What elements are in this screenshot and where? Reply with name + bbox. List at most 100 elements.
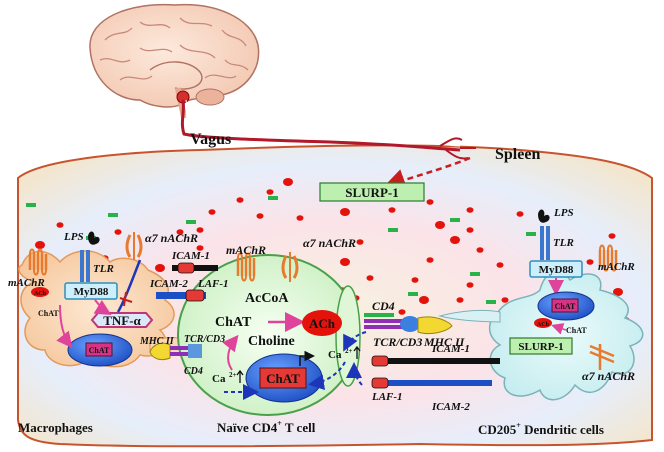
ca-right-sup: 2+ (345, 347, 353, 355)
icam2-right-label: ICAM-2 (431, 401, 470, 413)
dc-nucleus: ChAT (537, 291, 595, 321)
a7-nachr-right-label: α7 nAChR (582, 369, 635, 383)
ach-dot (398, 309, 406, 315)
slurp1-right-box: SLURP-1 (509, 337, 573, 355)
ach-dot (208, 209, 216, 215)
choline-label: Choline (248, 334, 295, 349)
ach-dot (456, 297, 464, 303)
tnf-inhibit-cross (119, 291, 133, 307)
ach-small-mac-dot (31, 287, 49, 297)
ach-dot (466, 207, 474, 213)
a7-nachr-right-receptor (589, 344, 615, 370)
lps-right-glyph (538, 209, 550, 223)
chat-mac-nucleus-label: ChAT (89, 346, 110, 355)
lps-right-label: LPS (553, 207, 574, 219)
ach-dot (476, 247, 484, 253)
nerve-to-spleen-arrow (382, 156, 471, 191)
myd88-left-box: MyD88 (64, 282, 118, 300)
slurp1-top-box: SLURP-1 (319, 182, 425, 202)
tlr-left-label: TLR (93, 263, 114, 275)
tcr-cd3-right-label: TCR/CD3 (373, 335, 422, 349)
lps-left-glyph (88, 231, 100, 245)
icam1-left-bar (172, 262, 218, 274)
ach-dot (466, 282, 474, 288)
ach-dot (586, 259, 594, 265)
ach-small-dc-dot (534, 318, 552, 328)
ca-left-label: Ca (212, 373, 226, 385)
vagus-label: Vagus (190, 131, 231, 148)
ach-dot (366, 275, 374, 281)
chat-dc-nucleus-label: ChAT (555, 302, 576, 311)
cd4-left-label: CD4 (184, 366, 203, 377)
ach-t-label: ACh (309, 316, 336, 331)
ach-dot (114, 229, 122, 235)
mhc2-right-label: MHC II (423, 335, 466, 349)
icam2-left-bar (156, 289, 206, 302)
ach-dot (196, 227, 204, 233)
brain-illustration (89, 3, 260, 119)
ach-dot (496, 262, 504, 268)
chat-t-label: ChAT (215, 315, 252, 330)
icam1-right-label: ICAM-1 (431, 343, 470, 355)
ca-right-to-nucleus-arrow (308, 361, 346, 391)
tcr-cd3-left-label: TCR/CD3 (184, 334, 225, 345)
t-cell-nucleus: ChAT (245, 350, 323, 403)
macrophages-label: Macrophages (18, 420, 93, 435)
ach-dot (340, 208, 350, 216)
slurp1-top-label: SLURP-1 (345, 185, 398, 200)
machr-right-label: mAChR (598, 261, 635, 273)
a7-nachr-mid-label: α7 nAChR (303, 236, 356, 250)
a7-nachr-left-receptor (125, 232, 143, 260)
macrophage-nucleus: ChAT (67, 333, 133, 367)
spleen-label: Spleen (495, 146, 540, 163)
slurp-dash (450, 218, 460, 222)
ach-dot (196, 245, 204, 251)
tlr-right-label: TLR (553, 237, 574, 249)
myd88-to-tnf-arrow (93, 299, 112, 316)
ach-dot (466, 227, 474, 233)
machr-right-receptor (598, 244, 618, 272)
ach-t-cell-blob: ACh (302, 310, 342, 336)
ach-dot (426, 257, 434, 263)
ach-dot (35, 241, 45, 249)
a7-nachr-mid-receptor (281, 252, 299, 282)
ach-dot (256, 213, 264, 219)
ach-dot (236, 197, 244, 203)
slurp-dash (26, 203, 36, 207)
ca-right-label: Ca (328, 349, 342, 361)
slurp1-right-label: SLURP-1 (518, 341, 563, 353)
slurp-dash (186, 220, 196, 224)
laf1-right-label: LAF-1 (371, 391, 403, 403)
a7-nachr-left-label: α7 nAChR (145, 231, 198, 245)
ach-dot (419, 296, 429, 304)
ach-dot (516, 211, 524, 217)
slurp-dash (388, 228, 398, 232)
ach-dot (283, 178, 293, 186)
machr-mid-label: mAChR (226, 243, 266, 257)
tlr-left-receptor (80, 250, 90, 282)
ach-dot (176, 229, 184, 235)
icam2-left-label: ICAM-2 (149, 278, 188, 290)
myd88-left-label: MyD88 (74, 286, 109, 298)
chat-t-nucleus-label: ChAT (266, 371, 300, 386)
ach-dot (608, 233, 616, 239)
cd4-right-complex (364, 313, 453, 335)
slurp-dash (268, 196, 278, 200)
ach-small-dc-label: ACh (537, 322, 550, 328)
machr-mid-receptor (236, 252, 256, 282)
slurp-dash (470, 272, 480, 276)
mac-chat-arrow (56, 304, 73, 349)
slurp-dash (526, 232, 536, 236)
machr-left-receptor (28, 248, 48, 276)
tnf-alpha-box: TNF-α (90, 312, 154, 328)
mhc2-left-label: MHC II (139, 336, 175, 347)
ach-dot (356, 239, 364, 245)
laf-to-ca-arrow (346, 362, 363, 386)
ach-dot (613, 288, 623, 296)
icam1-right-bar (371, 355, 500, 367)
icam1-left-label: ICAM-1 (171, 250, 210, 262)
chat-small-dc-label: ChAT (566, 326, 587, 335)
laf1-right-bar (371, 377, 492, 389)
dc-chat-arrow (551, 323, 567, 335)
